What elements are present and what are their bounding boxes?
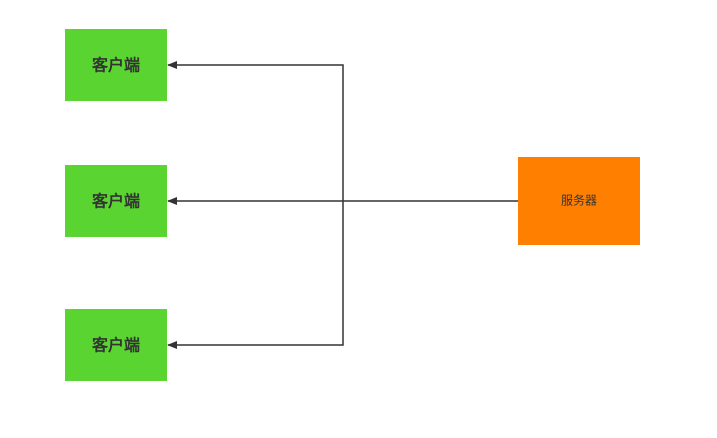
- client-box: [65, 165, 167, 237]
- server-label: 服务器: [561, 193, 597, 208]
- client-box: [65, 309, 167, 381]
- client-node-2[interactable]: 客户端: [65, 165, 167, 237]
- client-node-3[interactable]: 客户端: [65, 309, 167, 381]
- connector-server-to-client-3: [167, 201, 344, 349]
- connector-server-to-client-1: [167, 61, 344, 201]
- client-label: 客户端: [92, 192, 140, 211]
- connectors: [167, 61, 518, 349]
- client-node-1[interactable]: 客户端: [65, 29, 167, 101]
- client-box: [65, 29, 167, 101]
- client-label: 客户端: [92, 56, 140, 75]
- client-label: 客户端: [92, 336, 140, 355]
- server-box: [518, 157, 640, 245]
- server-node[interactable]: 服务器: [518, 157, 640, 245]
